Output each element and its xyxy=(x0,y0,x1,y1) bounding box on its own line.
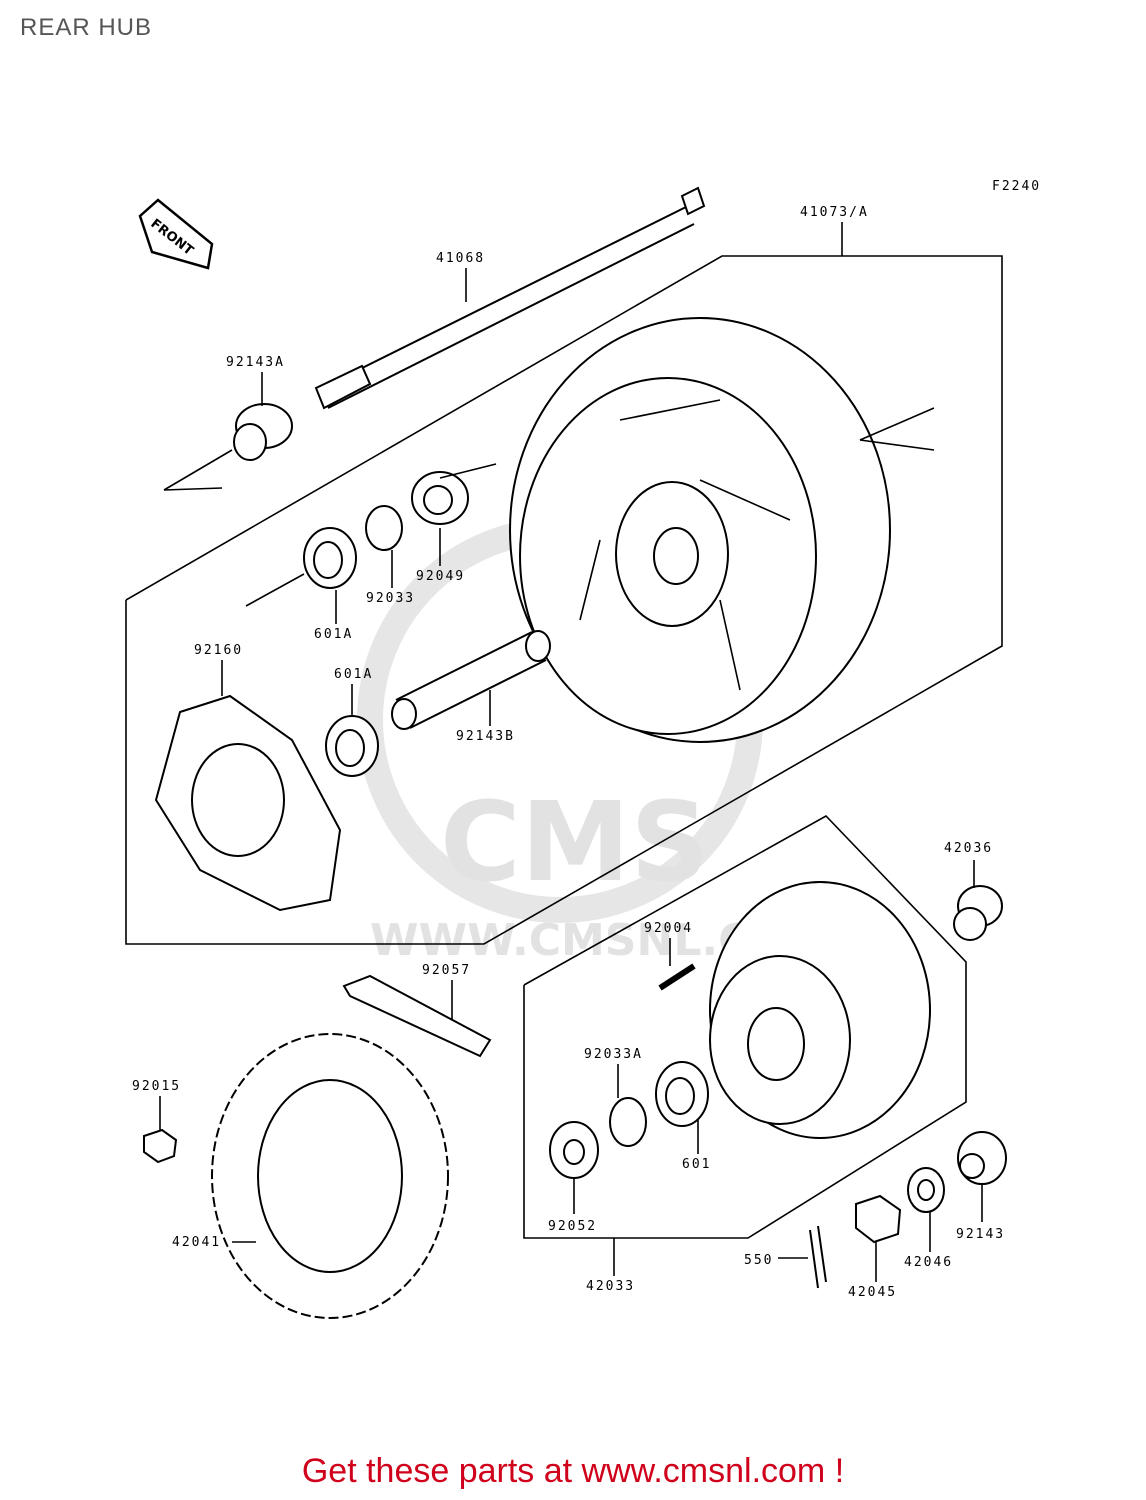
part-label[interactable]: 41068 xyxy=(436,251,485,266)
seal-92049-shape xyxy=(411,463,497,525)
collar-42036-shape xyxy=(953,885,1003,941)
page-title: REAR HUB xyxy=(20,14,153,41)
cotter-pin-550-shape xyxy=(809,1225,827,1289)
circlip-92033a-shape xyxy=(609,1097,647,1147)
part-label[interactable]: 601A xyxy=(314,627,353,642)
part-label[interactable]: 92057 xyxy=(422,963,471,978)
part-label[interactable]: 92143B xyxy=(456,729,515,744)
spacer-92143a-shape xyxy=(163,403,293,491)
nut-92015-shape xyxy=(143,1128,178,1164)
part-labels: 41073/A 41068 92143A 92049 92033 601A 92… xyxy=(132,205,1005,1300)
part-label[interactable]: 92033A xyxy=(584,1047,643,1062)
wheel-rim-shape xyxy=(509,317,935,743)
part-label[interactable]: 92015 xyxy=(132,1079,181,1094)
part-label[interactable]: 42041 xyxy=(172,1235,221,1250)
axle-shape xyxy=(314,186,706,410)
stud-92004-shape xyxy=(658,963,696,991)
bearing-601a-lower-shape xyxy=(325,715,379,777)
diagram-code: F2240 xyxy=(992,179,1041,194)
part-label[interactable]: 601A xyxy=(334,667,373,682)
part-label[interactable]: 92049 xyxy=(416,569,465,584)
sprocket-42041-shape xyxy=(211,1033,449,1319)
part-label[interactable]: 42045 xyxy=(848,1285,897,1300)
part-label[interactable]: 42046 xyxy=(904,1255,953,1270)
part-label[interactable]: 601 xyxy=(682,1157,711,1172)
part-label[interactable]: 42033 xyxy=(586,1279,635,1294)
part-label[interactable]: 92143 xyxy=(956,1227,1005,1242)
watermark-brand: CMS xyxy=(440,778,709,906)
leader-lines xyxy=(159,222,983,1282)
front-arrow-icon: FRONT xyxy=(138,198,214,270)
part-label[interactable]: 42036 xyxy=(944,841,993,856)
chain-92057-shape xyxy=(342,974,492,1058)
nut-42045-shape xyxy=(855,1194,902,1244)
footer-promo-link[interactable]: Get these parts at www.cmsnl.com ! xyxy=(301,1452,845,1490)
washer-42046-shape xyxy=(907,1167,945,1213)
circlip-92033-shape xyxy=(365,505,403,551)
damper-92160-shape xyxy=(154,694,342,912)
part-label[interactable]: 92160 xyxy=(194,643,243,658)
bearing-601-shape xyxy=(655,1061,709,1127)
wheel-group-frame xyxy=(125,255,1003,945)
spacer-92143-shape xyxy=(957,1131,1007,1185)
part-label[interactable]: 92143A xyxy=(226,355,285,370)
seal-92052-shape xyxy=(549,1121,599,1179)
part-label[interactable]: 550 xyxy=(744,1253,773,1268)
bearing-601a-upper-shape xyxy=(245,527,357,607)
hub-42033-shape xyxy=(709,881,931,1139)
part-label[interactable]: 92052 xyxy=(548,1219,597,1234)
part-label[interactable]: 41073/A xyxy=(800,205,869,220)
spacer-92143b-shape xyxy=(391,630,551,730)
part-label[interactable]: 92004 xyxy=(644,921,693,936)
hub-group-frame xyxy=(523,814,967,1239)
part-label[interactable]: 92033 xyxy=(366,591,415,606)
